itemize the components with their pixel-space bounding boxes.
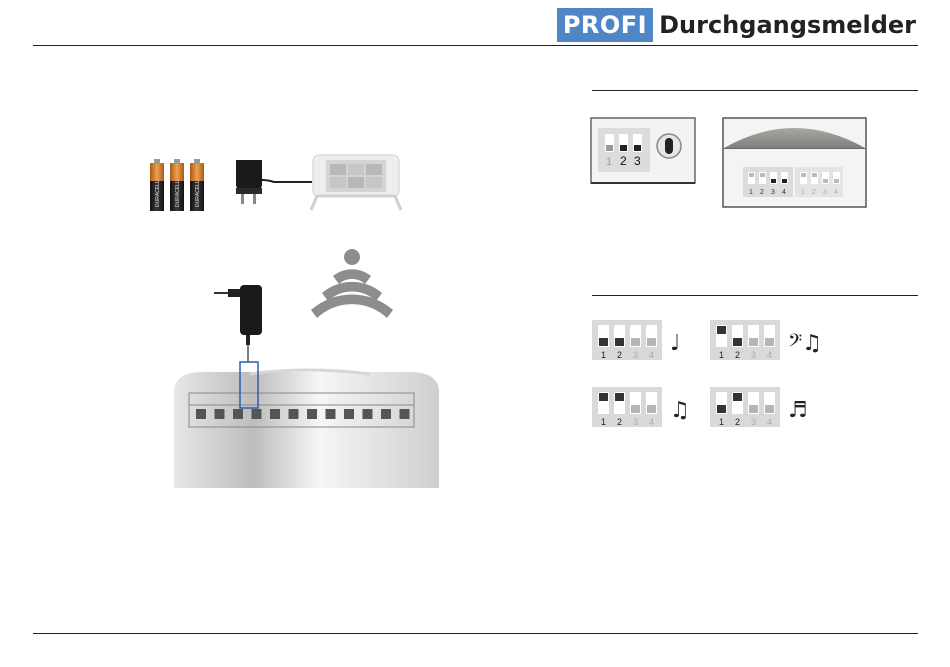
dip-switch-knob bbox=[631, 405, 640, 413]
music-note-icon: ♬ bbox=[788, 398, 808, 423]
battery-brand-label: DURACELL bbox=[175, 180, 181, 207]
dip-switch-knob bbox=[760, 173, 765, 177]
dip-switch-label: 3 bbox=[634, 154, 641, 168]
dip-switch-knob bbox=[749, 405, 758, 413]
dip-switch-label: 4 bbox=[767, 350, 772, 360]
receiver-slot bbox=[289, 409, 299, 419]
dip-switch-label: 2 bbox=[760, 189, 764, 196]
dip-switch-label: 4 bbox=[767, 417, 772, 427]
dip-switch-label: 2 bbox=[735, 350, 740, 360]
transmitter-dip-panel: 12341234 bbox=[723, 118, 866, 207]
dip-switch-label: 2 bbox=[620, 154, 627, 168]
dip-switch-knob bbox=[647, 338, 656, 346]
dip-switch-label: 1 bbox=[601, 350, 606, 360]
receiver-slot bbox=[196, 409, 206, 419]
dip-switch-knob bbox=[834, 179, 839, 183]
dip-switch-label: 1 bbox=[801, 189, 805, 196]
battery-brand-label: DURACELL bbox=[155, 180, 161, 207]
dip-switch-label: 1 bbox=[601, 417, 606, 427]
receiver-dip-panel: 123 bbox=[591, 118, 695, 183]
melody-switch-block: 1 2 3 4 𝄢♫ bbox=[710, 320, 822, 360]
dip-switch-label: 3 bbox=[751, 417, 756, 427]
dip-switch-label: 3 bbox=[823, 189, 827, 196]
dip-switch-knob bbox=[782, 179, 787, 183]
music-note-icon: ♩ bbox=[670, 331, 680, 356]
dip-switch-label: 4 bbox=[782, 189, 786, 196]
dip-switch-knob bbox=[599, 338, 608, 346]
dip-switch-knob bbox=[733, 393, 742, 401]
melody-switch-block: 1 2 3 4 ♩ bbox=[592, 320, 680, 360]
dip-switch-knob bbox=[615, 338, 624, 346]
receiver-slot bbox=[252, 409, 262, 419]
melody-switch-block: 1 2 3 4 ♫ bbox=[592, 387, 690, 427]
dip-switch-knob bbox=[812, 173, 817, 177]
receiver-slot bbox=[233, 409, 243, 419]
dip-switch-knob bbox=[631, 338, 640, 346]
dip-switch-label: 1 bbox=[606, 156, 612, 168]
melody-switch-grid: 1 2 3 4 ♩ 1 2 3 4 𝄢♫ 1 2 3 4 ♫ 1 2 3 4 ♬ bbox=[592, 320, 822, 427]
dip-switch-label: 3 bbox=[633, 417, 638, 427]
dip-switch-label: 2 bbox=[617, 350, 622, 360]
dip-switch-knob bbox=[771, 179, 776, 183]
battery-3: DURACELL bbox=[190, 159, 204, 211]
batteries-illustration: DURACELL DURACELL DURACELL bbox=[150, 159, 204, 211]
dip-switch-knob bbox=[801, 173, 806, 177]
dip-switch-knob bbox=[717, 405, 726, 413]
receiver-slot bbox=[326, 409, 336, 419]
music-note-icon: ♫ bbox=[670, 398, 690, 423]
dip-switch-knob bbox=[749, 338, 758, 346]
dip-switch-label: 3 bbox=[771, 189, 775, 196]
dip-switch-knob bbox=[765, 405, 774, 413]
dip-switch-knob bbox=[599, 393, 608, 401]
dip-switch-label: 1 bbox=[719, 350, 724, 360]
dip-switch-knob bbox=[634, 145, 641, 151]
battery-1: DURACELL bbox=[150, 159, 164, 211]
dip-switch-label: 3 bbox=[633, 350, 638, 360]
receiver-slot bbox=[215, 409, 225, 419]
dip-switch-label: 4 bbox=[649, 417, 654, 427]
dip-switch-knob bbox=[717, 326, 726, 334]
dip-switch-label: 2 bbox=[735, 417, 740, 427]
receiver-slot bbox=[363, 409, 373, 419]
music-note-icon: 𝄢♫ bbox=[788, 331, 822, 356]
dip-switch-knob bbox=[647, 405, 656, 413]
battery-2: DURACELL bbox=[170, 159, 184, 211]
dip-switch-label: 2 bbox=[617, 417, 622, 427]
motion-sensor-illustration bbox=[311, 155, 401, 210]
dip-switch-label: 4 bbox=[649, 350, 654, 360]
dip-switch-knob bbox=[733, 338, 742, 346]
dip-switch-knob bbox=[615, 393, 624, 401]
receiver-slot bbox=[381, 409, 391, 419]
receiver-slot bbox=[307, 409, 317, 419]
battery-brand-label: DURACELL bbox=[195, 180, 201, 207]
power-adapter-illustration bbox=[236, 160, 312, 204]
dip-switch-knob bbox=[606, 145, 613, 151]
receiver-slot bbox=[270, 409, 280, 419]
receiver-dip-switches: 123 bbox=[605, 134, 642, 168]
dip-switch-label: 3 bbox=[751, 350, 756, 360]
dip-switch-knob bbox=[749, 173, 754, 177]
dip-switch-label: 1 bbox=[719, 417, 724, 427]
power-adapter-receiver bbox=[214, 285, 262, 362]
receiver-slot bbox=[400, 409, 410, 419]
dip-switch-knob bbox=[620, 145, 627, 151]
melody-switch-block: 1 2 3 4 ♬ bbox=[710, 387, 808, 427]
dip-switch-label: 1 bbox=[749, 189, 753, 196]
dip-switch-knob bbox=[765, 338, 774, 346]
dip-switch-label: 4 bbox=[834, 189, 838, 196]
receiver-unit-illustration bbox=[174, 362, 439, 488]
dip-switch-knob bbox=[823, 179, 828, 183]
receiver-slot bbox=[344, 409, 354, 419]
wireless-signal-icon bbox=[311, 249, 393, 318]
dip-switch-label: 2 bbox=[812, 189, 816, 196]
